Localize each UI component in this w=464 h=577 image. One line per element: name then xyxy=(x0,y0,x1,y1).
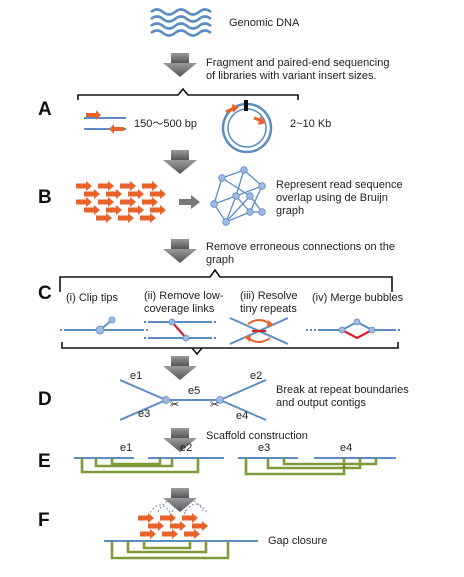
genomic-dna-icon xyxy=(150,8,212,37)
clip-tips-label: (i) Clip tips xyxy=(66,292,118,304)
intro-line1: Fragment and paired-end sequencing xyxy=(206,57,390,69)
step-c-letter: C xyxy=(38,283,52,304)
edge-label-e5: e5 xyxy=(188,385,201,397)
remove-note-line1: Remove erroneous connections on the xyxy=(206,241,395,253)
scissors-icon: ✂ xyxy=(210,398,219,411)
short-insert-pair xyxy=(84,110,126,134)
low-coverage-label-1: (ii) Remove low- xyxy=(144,290,224,302)
break-line2: and output contigs xyxy=(276,397,366,409)
scaffold-e4: e4 xyxy=(340,442,353,454)
brace-c-top xyxy=(59,268,393,292)
flow-arrow-icon xyxy=(163,239,197,263)
debruijn-line3: graph xyxy=(276,205,305,217)
genomic-dna-label: Genomic DNA xyxy=(229,17,300,29)
edge-label-e2: e2 xyxy=(250,370,263,382)
brace-intro xyxy=(77,87,299,100)
scaffold-e2: e2 xyxy=(180,442,193,454)
tiny-repeats-label-1: (iii) Resolve xyxy=(240,290,298,302)
edge-label-e4: e4 xyxy=(236,410,249,422)
low-coverage-label-2: coverage links xyxy=(144,303,215,315)
step-b-letter: B xyxy=(38,187,52,208)
gap-closure-label: Gap closure xyxy=(268,535,328,547)
step-f-letter: F xyxy=(38,510,50,531)
flow-arrow-icon xyxy=(163,150,197,174)
step-a-letter: A xyxy=(38,99,52,120)
brace-c-bottom xyxy=(61,342,399,349)
edge-label-e3: e3 xyxy=(138,408,151,420)
transform-arrow-icon xyxy=(179,195,200,209)
merge-bubbles-illustration xyxy=(306,318,402,340)
break-line1: Break at repeat boundaries xyxy=(276,384,409,396)
read-pile xyxy=(76,181,166,223)
intro-line2: of libraries with variant insert sizes. xyxy=(206,70,377,82)
flow-arrow-icon xyxy=(163,53,197,77)
brace-c-tip xyxy=(191,347,203,356)
debruijn-line1: Represent read sequence xyxy=(276,179,403,191)
scaffold-right xyxy=(238,457,396,476)
gap-closure-reads xyxy=(138,498,209,539)
repeat-graph: ✂ ✂ xyxy=(119,379,267,421)
scissors-icon: ✂ xyxy=(170,398,179,411)
gap-closure-scaffold xyxy=(104,540,258,560)
mate-pair-circle xyxy=(221,100,273,154)
merge-bubbles-label: (iv) Merge bubbles xyxy=(312,292,404,304)
short-insert-label: 150～500 bp xyxy=(134,118,197,130)
scaffold-e1: e1 xyxy=(120,442,133,454)
step-e-letter: E xyxy=(38,451,51,472)
low-coverage-illustration xyxy=(144,318,216,342)
long-insert-label: 2~10 Kb xyxy=(290,118,332,130)
step-d-letter: D xyxy=(38,389,52,410)
scaffold-left xyxy=(74,457,224,474)
tiny-repeats-label-2: tiny repeats xyxy=(240,303,297,315)
edge-label-e1: e1 xyxy=(130,370,143,382)
tiny-repeats-illustration xyxy=(229,317,289,345)
scaffold-e3: e3 xyxy=(258,442,271,454)
flow-arrow-icon xyxy=(163,356,197,380)
graph-nodes xyxy=(210,166,266,226)
scaffold-title: Scaffold construction xyxy=(206,430,308,442)
clip-tips-illustration xyxy=(60,316,150,335)
remove-note-line2: graph xyxy=(206,254,235,266)
debruijn-line2: overlap using de Bruijn xyxy=(276,192,388,204)
